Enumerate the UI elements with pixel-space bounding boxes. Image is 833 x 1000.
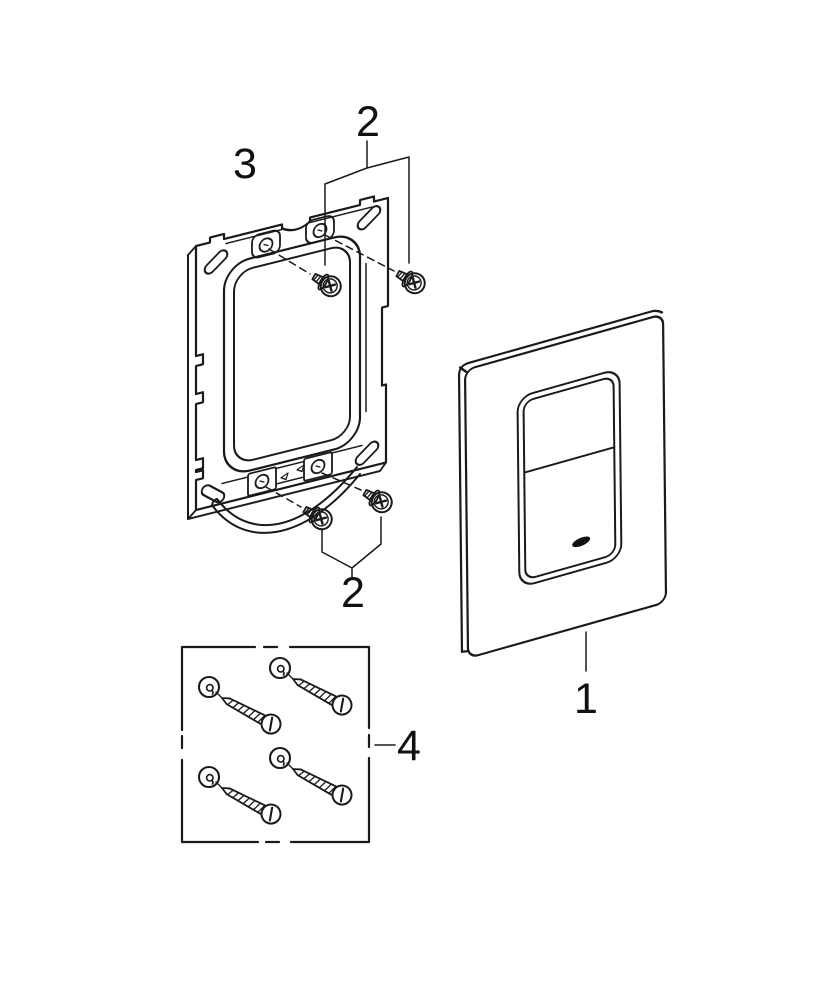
hardware-box <box>180 645 396 844</box>
plug-and-screw <box>268 656 356 719</box>
fixing-screws-top <box>268 140 430 302</box>
callout-2-top: 2 <box>356 98 380 146</box>
callout-3: 3 <box>233 140 257 188</box>
leader-dashed-line <box>268 234 395 275</box>
wood-screw <box>216 778 285 828</box>
mounting-frame <box>187 195 390 534</box>
plate-face <box>464 315 668 657</box>
callout-line <box>324 140 410 266</box>
plug-and-screw <box>197 765 285 828</box>
button-divider <box>523 446 616 474</box>
frame-screw-hole <box>258 222 328 253</box>
brand-logo <box>572 536 591 548</box>
plug-and-screw <box>268 746 356 809</box>
wall-plate <box>457 309 668 672</box>
screw <box>391 263 430 299</box>
diagram-artwork: 3 2 2 1 4 <box>180 98 668 844</box>
screw <box>358 482 397 518</box>
plug-and-screw <box>197 675 285 738</box>
flush-button <box>522 377 617 579</box>
callout-2-bottom: 2 <box>341 569 365 617</box>
leader-dashed-line <box>265 472 362 508</box>
frame-spring-wire <box>211 466 361 534</box>
fixing-screws-bottom <box>265 472 397 578</box>
frame-slot <box>200 205 382 504</box>
callout-4: 4 <box>397 722 421 770</box>
callout-1: 1 <box>574 675 598 723</box>
screw <box>307 266 346 302</box>
wall-plug <box>268 656 292 680</box>
wall-plug <box>268 746 292 770</box>
frame-plate-outline <box>194 195 390 512</box>
button-recess <box>516 371 623 585</box>
callout-line <box>321 516 382 578</box>
frame-inner-ring-inner <box>233 246 351 462</box>
box-border <box>180 645 371 844</box>
wall-plug <box>197 765 221 789</box>
wood-screw <box>287 669 356 719</box>
wood-screw <box>287 759 356 809</box>
frame-inner-ring-outer <box>222 235 362 473</box>
wall-plug <box>197 675 221 699</box>
wood-screw <box>216 688 285 738</box>
frame-screw-hole <box>254 458 326 490</box>
